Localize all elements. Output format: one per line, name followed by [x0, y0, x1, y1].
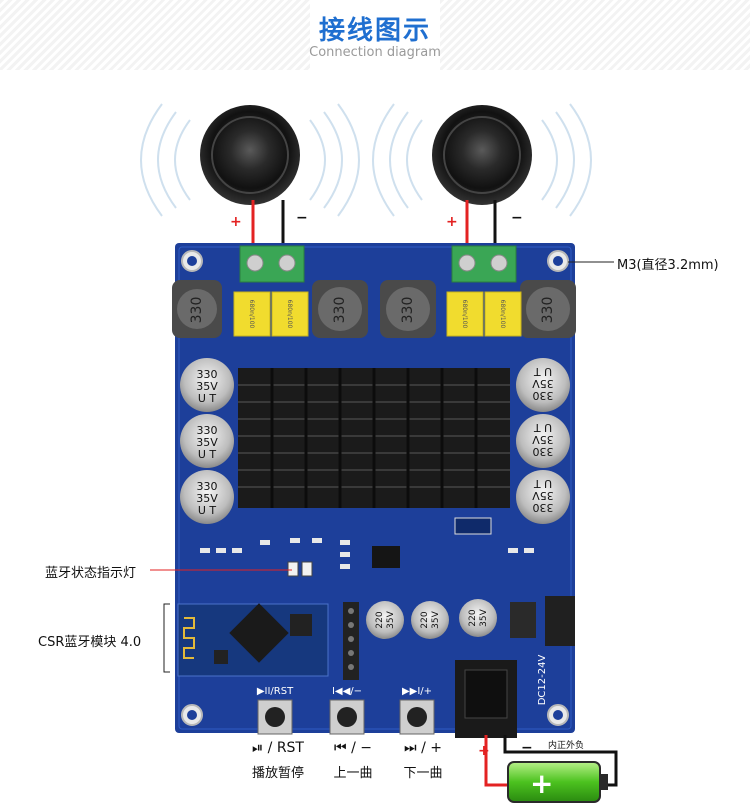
cap-label-l1-c: U T [198, 392, 217, 405]
small-caps [366, 599, 497, 639]
speaker-left-plus: + [230, 214, 242, 230]
pin-header [343, 602, 359, 680]
inductor-label-4: 330 [540, 297, 556, 324]
next-symbol: ⏭ / + [404, 740, 442, 756]
cap-label-r2-b: 35V [532, 433, 554, 446]
header-stripes-right [440, 0, 750, 70]
cap-label-r3-a: 330 [533, 501, 554, 514]
cap-label-r1-b: 35V [532, 377, 554, 390]
mount-hole-label: M3(直径3.2mm) [617, 258, 719, 273]
play-pause-caption: 播放暂停 [251, 766, 304, 781]
bluetooth-module [177, 603, 329, 677]
header-stripes-left [0, 0, 310, 70]
cap-label-l1-a: 330 [197, 368, 218, 381]
page-subtitle: Connection diagram [309, 45, 441, 60]
dc-power-jack [455, 660, 517, 738]
cap-label-l2-b: 35V [196, 436, 218, 449]
battery-wires [484, 735, 618, 787]
bt-led-indicators [287, 561, 313, 577]
cap-label-r3-c: U T [534, 477, 553, 490]
battery-minus: − [521, 740, 533, 756]
inductor-label-3: 330 [400, 297, 416, 324]
battery-polarity-note: 内正外负 [548, 739, 584, 751]
bt-module-label: CSR蓝牙模块 4.0 [38, 635, 142, 650]
tactile-buttons [257, 699, 435, 735]
small-cap-1-a: 220 [375, 611, 385, 628]
film-cap-label-3: 680n/100 [461, 300, 468, 329]
silk-btn-1: ▶II/RST [257, 686, 294, 697]
speaker-left-minus: − [296, 210, 308, 226]
battery: + [507, 761, 608, 803]
cap-label-r3-b: 35V [532, 489, 554, 502]
next-caption: 下一曲 [403, 766, 443, 781]
bt-indicator-label: 蓝牙状态指示灯 [45, 566, 137, 581]
terminal-block-left [239, 245, 305, 283]
bracket-bt-module [163, 603, 170, 673]
speaker-right-plus: + [446, 214, 458, 230]
inductor-label-2: 330 [332, 297, 348, 324]
prev-symbol: ⏮ / − [334, 740, 372, 756]
speaker-right-minus: − [511, 210, 523, 226]
page-title: 接线图示 [318, 16, 431, 46]
heatsink [238, 368, 510, 508]
film-cap-label-2: 680n/100 [286, 300, 293, 329]
cap-label-l2-c: U T [198, 448, 217, 461]
small-cap-1-b: 35V [386, 610, 396, 628]
small-cap-3-b: 35V [479, 608, 489, 626]
cap-label-l2-a: 330 [197, 424, 218, 437]
cap-label-l3-b: 35V [196, 492, 218, 505]
small-components [200, 517, 575, 646]
silk-btn-3: ▶▶I/+ [402, 686, 432, 697]
play-pause-symbol: ⏯ / RST [252, 740, 304, 756]
electrolytic-capacitors [180, 358, 570, 524]
power-input-label: DC12-24V [537, 655, 548, 706]
cap-label-r2-a: 330 [533, 445, 554, 458]
cap-label-l1-b: 35V [196, 380, 218, 393]
film-cap-label-4: 680n/100 [499, 300, 506, 329]
inductor-label-1: 330 [189, 297, 205, 324]
svg-text:+: + [530, 767, 553, 800]
small-cap-3-a: 220 [468, 609, 478, 626]
terminal-block-right [451, 245, 517, 283]
header: 接线图示 Connection diagram [0, 0, 750, 70]
film-capacitors [233, 291, 522, 337]
cap-label-l3-a: 330 [197, 480, 218, 493]
prev-caption: 上一曲 [333, 766, 373, 781]
film-cap-label-1: 680n/100 [248, 300, 255, 329]
speaker-left [140, 103, 360, 217]
small-cap-2-a: 220 [420, 611, 430, 628]
small-cap-2-b: 35V [431, 610, 441, 628]
cap-label-r1-c: U T [534, 365, 553, 378]
inductors [172, 280, 576, 338]
cap-label-r1-a: 330 [533, 389, 554, 402]
silk-btn-2: I◀◀/− [332, 686, 362, 697]
battery-plus: + [478, 743, 490, 759]
cap-label-l3-c: U T [198, 504, 217, 517]
speaker-right [372, 103, 592, 217]
cap-label-r2-c: U T [534, 421, 553, 434]
